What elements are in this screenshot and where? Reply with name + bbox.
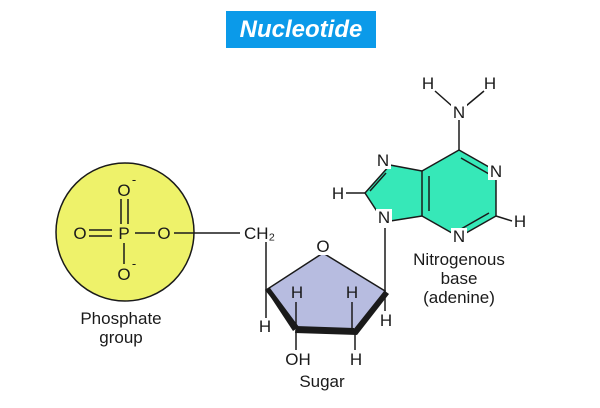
- base-c2-h-bond: [495, 215, 513, 222]
- phosphate-circle: [55, 162, 195, 302]
- base-h2: H: [514, 212, 526, 231]
- base-n-amino: N: [453, 103, 465, 122]
- phosphate-o-left: O: [73, 224, 86, 243]
- base-n-h-right-bond: [465, 90, 485, 107]
- sugar-h-bottom: H: [350, 350, 362, 369]
- sugar-caption: Sugar: [299, 372, 345, 391]
- phosphate-caption-line2: group: [99, 328, 142, 347]
- sugar-h-right-up: H: [346, 283, 358, 302]
- mask-n9: [376, 209, 392, 226]
- mask-n-amino: [451, 103, 467, 120]
- base-h-amino-left: H: [422, 74, 434, 93]
- mask-n7: [376, 152, 391, 169]
- base-double-n7-c8: [369, 172, 387, 192]
- sugar-front-edge-bottom: [295, 326, 357, 335]
- sugar-front-edge-right: [354, 291, 389, 335]
- sugar-h-left-down: H: [259, 317, 271, 336]
- phosphate-o-top: O: [117, 181, 130, 200]
- base-n7: N: [377, 151, 389, 170]
- title-banner: Nucleotide: [226, 11, 376, 48]
- mask-n1: [488, 163, 504, 180]
- phosphate-o-top-charge: -: [132, 172, 136, 187]
- phosphate-o-bottom-charge: -: [132, 256, 136, 271]
- sugar-ring-o: O: [316, 237, 329, 256]
- base-caption-line2: base: [441, 269, 478, 288]
- base-n-h-left-bond: [434, 90, 453, 107]
- base-bond-c5-n7: [389, 164, 423, 172]
- ring-o-mask: [316, 237, 331, 255]
- phosphate-p: P: [118, 224, 129, 243]
- base-double-c2-n3: [460, 212, 490, 230]
- base-bond-n7-c8: [364, 164, 391, 194]
- base-double-c6-n1: [460, 157, 490, 175]
- base-h8: H: [332, 184, 344, 203]
- base-caption-line1: Nitrogenous: [413, 250, 505, 269]
- phosphate-o-bottom: O: [117, 265, 130, 284]
- base-ring-fill: [365, 150, 496, 237]
- sugar-h-right-down: H: [380, 311, 392, 330]
- base-bond-c5-c6: [421, 149, 460, 172]
- phosphate-o-right: O: [157, 224, 170, 243]
- ch2-label: CH₂: [244, 224, 275, 243]
- sugar-h-left-up: H: [291, 283, 303, 302]
- base-caption-line3: (adenine): [423, 288, 495, 307]
- base-n1: N: [490, 162, 502, 181]
- base-n9: N: [378, 208, 390, 227]
- base-h-amino-right: H: [484, 74, 496, 93]
- title: Nucleotide: [239, 15, 363, 43]
- mask-n3: [451, 228, 467, 245]
- sugar-oh: OH: [285, 350, 311, 369]
- sugar-front-edge-left: [266, 288, 299, 331]
- phosphate-caption-line1: Phosphate: [80, 309, 161, 328]
- base-n3: N: [453, 227, 465, 246]
